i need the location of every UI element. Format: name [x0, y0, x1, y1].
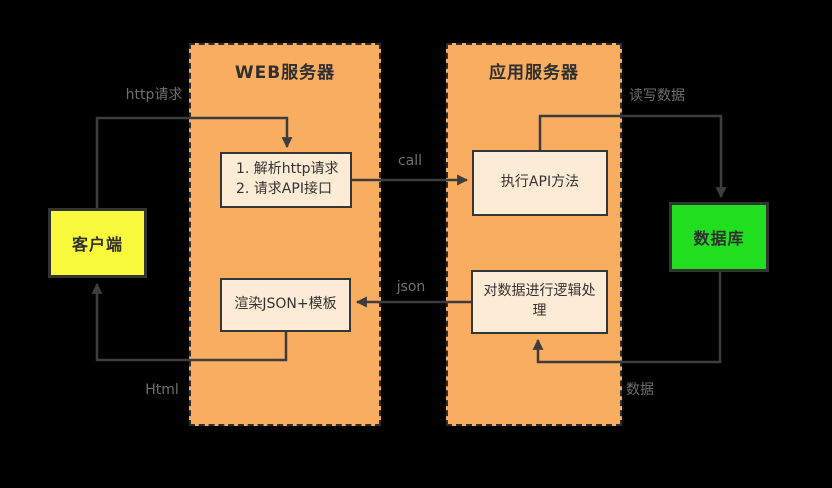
client-label: 客户端: [71, 235, 123, 254]
logic-label: 对数据进行逻辑处理: [483, 283, 596, 319]
web-server-title: WEB服务器: [234, 63, 336, 83]
database-label: 数据库: [693, 229, 745, 248]
edge-label-http-request: http请求: [125, 87, 183, 103]
database-node: 数据库: [669, 202, 769, 272]
app-server-container: 应用服务器: [446, 43, 622, 426]
edge-label-read-write: 读写数据: [629, 88, 685, 104]
web-server-container: WEB服务器: [189, 43, 381, 426]
edge-label-call: call: [397, 153, 423, 169]
app-server-title: 应用服务器: [489, 63, 579, 83]
logic-process-node: 对数据进行逻辑处理: [471, 270, 608, 334]
edge-label-json: json: [396, 279, 426, 295]
parse-line-1: 1. 解析http请求: [236, 161, 339, 178]
render-label: 渲染JSON+模板: [234, 296, 337, 313]
parse-http-request-node: 1. 解析http请求 2. 请求API接口: [220, 152, 352, 208]
parse-line-2: 2. 请求API接口: [236, 181, 332, 197]
edge-label-html: Html: [145, 382, 179, 398]
edge-label-data: 数据: [626, 382, 654, 398]
render-json-template-node: 渲染JSON+模板: [220, 278, 351, 332]
execute-api-node: 执行API方法: [472, 150, 608, 216]
client-node: 客户端: [48, 208, 147, 278]
exec-label: 执行API方法: [500, 174, 580, 191]
